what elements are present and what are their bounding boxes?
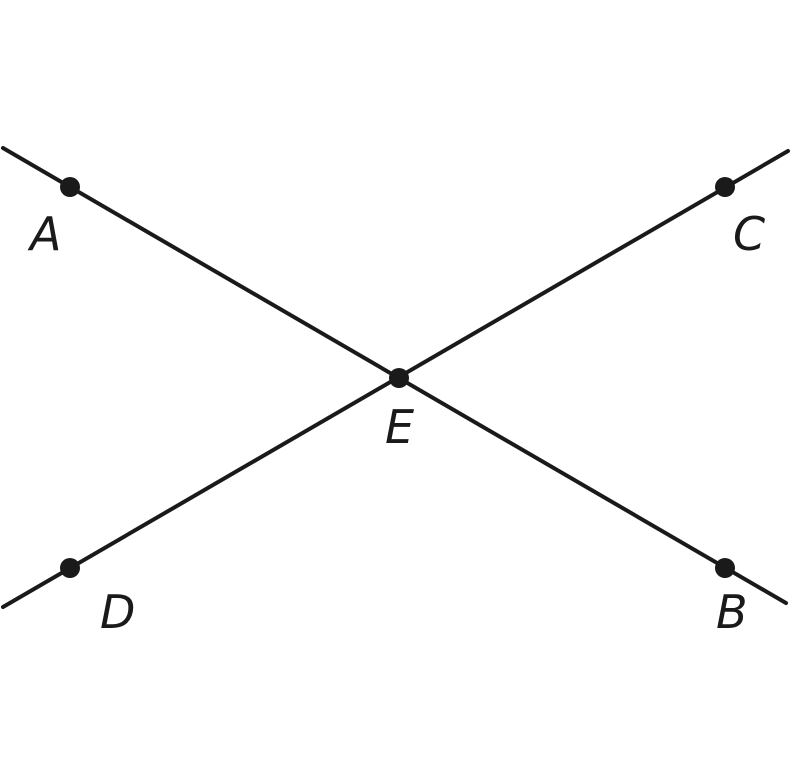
- point-D-label: D: [100, 585, 135, 639]
- point-E-dot: [389, 368, 409, 388]
- point-C-label: C: [733, 207, 765, 261]
- point-B-label: B: [716, 585, 748, 639]
- point-C-dot: [715, 177, 735, 197]
- point-A-dot: [60, 177, 80, 197]
- point-D-dot: [60, 558, 80, 578]
- point-B-dot: [715, 558, 735, 578]
- point-E-label: E: [385, 400, 414, 454]
- point-A-label: A: [27, 207, 61, 261]
